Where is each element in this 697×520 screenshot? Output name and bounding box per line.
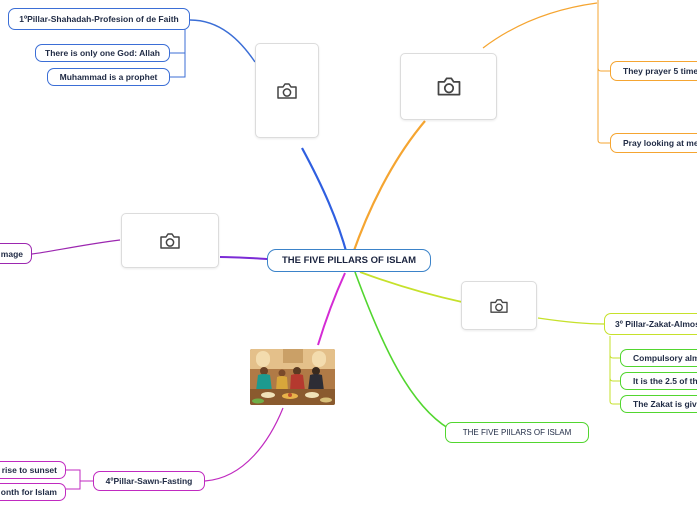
pillar-3-label: 3º Pillar-Zakat-Almos xyxy=(615,319,697,329)
pillar-4-node[interactable]: 4ºPillar-Sawn-Fasting xyxy=(93,471,205,491)
pillar-3-item-1[interactable]: Compulsory alm xyxy=(620,349,697,367)
connector-photo-5-to-pillar-5 xyxy=(31,239,121,255)
pillar-4-item-2[interactable]: onth for Islam xyxy=(0,483,66,501)
connector-central-to-photo-4 xyxy=(317,272,346,346)
pillar-5-label: mage xyxy=(0,248,23,259)
connector-central-to-extra xyxy=(354,271,456,433)
pillar-1-node[interactable]: 1ºPillar-Shahadah-Profesion of de Faith xyxy=(8,8,190,30)
connector-central-to-photo-3 xyxy=(359,271,463,303)
connector-pillar-4-trunk xyxy=(66,480,95,490)
pillar-4-label: 4ºPillar-Sawn-Fasting xyxy=(105,476,193,486)
pillar-3-item-3[interactable]: The Zakat is give xyxy=(620,395,697,413)
pillar-3-item-2[interactable]: It is the 2.5 of th xyxy=(620,372,697,390)
connector-central-to-photo-2 xyxy=(350,120,426,257)
pillar-2-item-2-label: Pray looking at me xyxy=(623,138,697,148)
connector-photo-1-to-pillar-1 xyxy=(189,19,256,63)
connector-central-to-photo-5 xyxy=(219,256,269,260)
pillar-4-item-2-label: onth for Islam xyxy=(0,487,57,497)
pillar-2-item-1[interactable]: They prayer 5 time xyxy=(610,61,697,81)
connector-photo-4-to-pillar-4 xyxy=(204,407,284,482)
connector-pillar-3-item-2 xyxy=(609,377,620,382)
photo-placeholder-1[interactable] xyxy=(255,43,319,138)
fasting-family-illustration xyxy=(250,349,335,405)
pillar-1-item-2[interactable]: Muhammad is a prophet xyxy=(47,68,170,86)
camera-icon xyxy=(160,232,180,249)
central-topic[interactable]: THE FIVE PILLARS OF ISLAM xyxy=(267,249,431,272)
connector-pillar-2-trunk xyxy=(597,0,610,144)
camera-icon xyxy=(490,298,508,313)
camera-icon xyxy=(437,77,460,96)
connector-central-to-photo-1 xyxy=(301,147,350,259)
connector-pillar-4-item-1 xyxy=(66,469,81,481)
pillar-3-node[interactable]: 3º Pillar-Zakat-Almos xyxy=(604,313,697,335)
pillar-2-item-2[interactable]: Pray looking at me xyxy=(610,133,697,153)
connector-pillar-3-trunk xyxy=(609,336,620,405)
pillar-1-label: 1ºPillar-Shahadah-Profesion of de Faith xyxy=(19,14,179,24)
pillar-3-item-3-label: The Zakat is give xyxy=(633,399,697,409)
pillar-3-item-1-label: Compulsory alm xyxy=(633,353,697,363)
pillar-1-item-1-label: There is only one God: Allah xyxy=(45,48,160,58)
photo-placeholder-2[interactable] xyxy=(400,53,497,120)
pillar-4-item-1[interactable]: rise to sunset xyxy=(0,461,66,479)
extra-topic-node[interactable]: THE FIVE PIILARS OF ISLAM xyxy=(445,422,589,443)
pillar-2-item-1-label: They prayer 5 time xyxy=(623,66,697,76)
connector-pillar-3-item-1 xyxy=(609,354,620,359)
pillar-1-item-2-label: Muhammad is a prophet xyxy=(59,72,158,82)
fasting-family-photo[interactable] xyxy=(250,349,335,405)
extra-topic-label: THE FIVE PIILARS OF ISLAM xyxy=(462,428,572,437)
pillar-3-item-2-label: It is the 2.5 of th xyxy=(633,376,697,386)
pillar-4-item-1-label: rise to sunset xyxy=(1,465,57,475)
connector-photo-3-to-pillar-3 xyxy=(537,317,605,325)
photo-placeholder-5[interactable] xyxy=(121,213,219,268)
connector-pillar-2-item-1 xyxy=(597,67,610,72)
connector-pillar-1-item-2 xyxy=(170,40,186,78)
central-topic-label: THE FIVE PILLARS OF ISLAM xyxy=(281,255,417,266)
connector-photo-2-to-pillar-2 xyxy=(482,2,598,49)
photo-placeholder-3[interactable] xyxy=(461,281,537,330)
camera-icon xyxy=(277,82,297,99)
pillar-5-node[interactable]: mage xyxy=(0,243,32,264)
pillar-1-item-1[interactable]: There is only one God: Allah xyxy=(35,44,170,62)
